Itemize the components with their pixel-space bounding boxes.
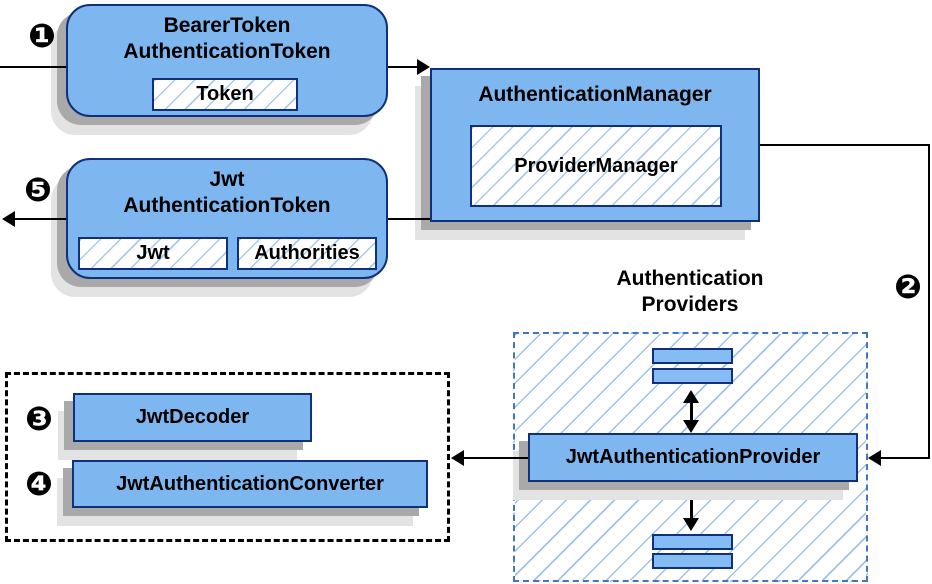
provider-stack-bar (652, 534, 733, 550)
authorities-chip: Authorities (237, 237, 377, 270)
node-title: JwtDecoder (135, 406, 250, 428)
provider-manager-chip: ProviderManager (470, 125, 722, 207)
arrow-shaft (690, 498, 693, 520)
node-title: AuthenticationManager (478, 83, 712, 106)
step-1-badge: ❶ (28, 16, 56, 55)
step-2-badge: ❷ (894, 267, 922, 306)
jwt-token-outgoing-line (13, 218, 66, 220)
provider-stack-bar (652, 553, 733, 569)
arrowhead-left-icon (451, 450, 464, 466)
chip-label: Jwt (136, 242, 170, 264)
group-label-line: Providers (641, 293, 739, 316)
node-title-line: AuthenticationToken (123, 40, 331, 63)
node-title-line: AuthenticationToken (123, 194, 331, 217)
incoming-request-line (0, 66, 66, 68)
arrowhead-down-icon (683, 518, 699, 531)
node-title-line: Jwt (209, 168, 245, 191)
chip-label: ProviderManager (514, 154, 678, 177)
jwt-decoder-node: JwtDecoder (73, 393, 312, 442)
bidirectional-arrow (683, 390, 699, 433)
step-5-badge: ❺ (24, 170, 52, 209)
node-title: JwtAuthenticationConverter (116, 472, 384, 495)
arrow-shaft (690, 401, 693, 422)
jwt-authentication-provider-node: JwtAuthenticationProvider (528, 433, 858, 482)
arrowhead-up-icon (683, 390, 699, 403)
step-4-badge: ❹ (25, 464, 53, 503)
path-into-provider-line (880, 457, 930, 459)
node-title: JwtAuthenticationProvider (565, 446, 821, 468)
step-3-badge: ❸ (25, 399, 53, 438)
manager-down-path-line (928, 144, 930, 459)
arrowhead-up-icon (683, 487, 699, 500)
arrowhead-left-icon (868, 450, 881, 466)
node-title-line: BearerToken (163, 14, 291, 37)
manager-right-path-line (760, 144, 930, 146)
arrowhead-left-icon (2, 211, 15, 227)
manager-to-jwt-token-line (388, 218, 430, 220)
chip-label: Token (196, 83, 254, 105)
arrowhead-down-icon (683, 420, 699, 433)
arrowhead-right-icon (417, 59, 430, 75)
jwt-authentication-converter-node: JwtAuthenticationConverter (72, 460, 428, 508)
provider-stack-bar (652, 368, 733, 384)
token-chip: Token (152, 78, 298, 111)
jwt-chip: Jwt (78, 237, 228, 270)
authentication-providers-label: Authentication Providers (560, 266, 820, 318)
chip-label: Authorities (254, 242, 360, 264)
provider-to-decoder-line (463, 457, 528, 459)
group-label-line: Authentication (616, 267, 764, 290)
bidirectional-arrow (683, 487, 699, 531)
provider-stack-bar (652, 348, 733, 364)
token-to-manager-line (388, 66, 418, 68)
